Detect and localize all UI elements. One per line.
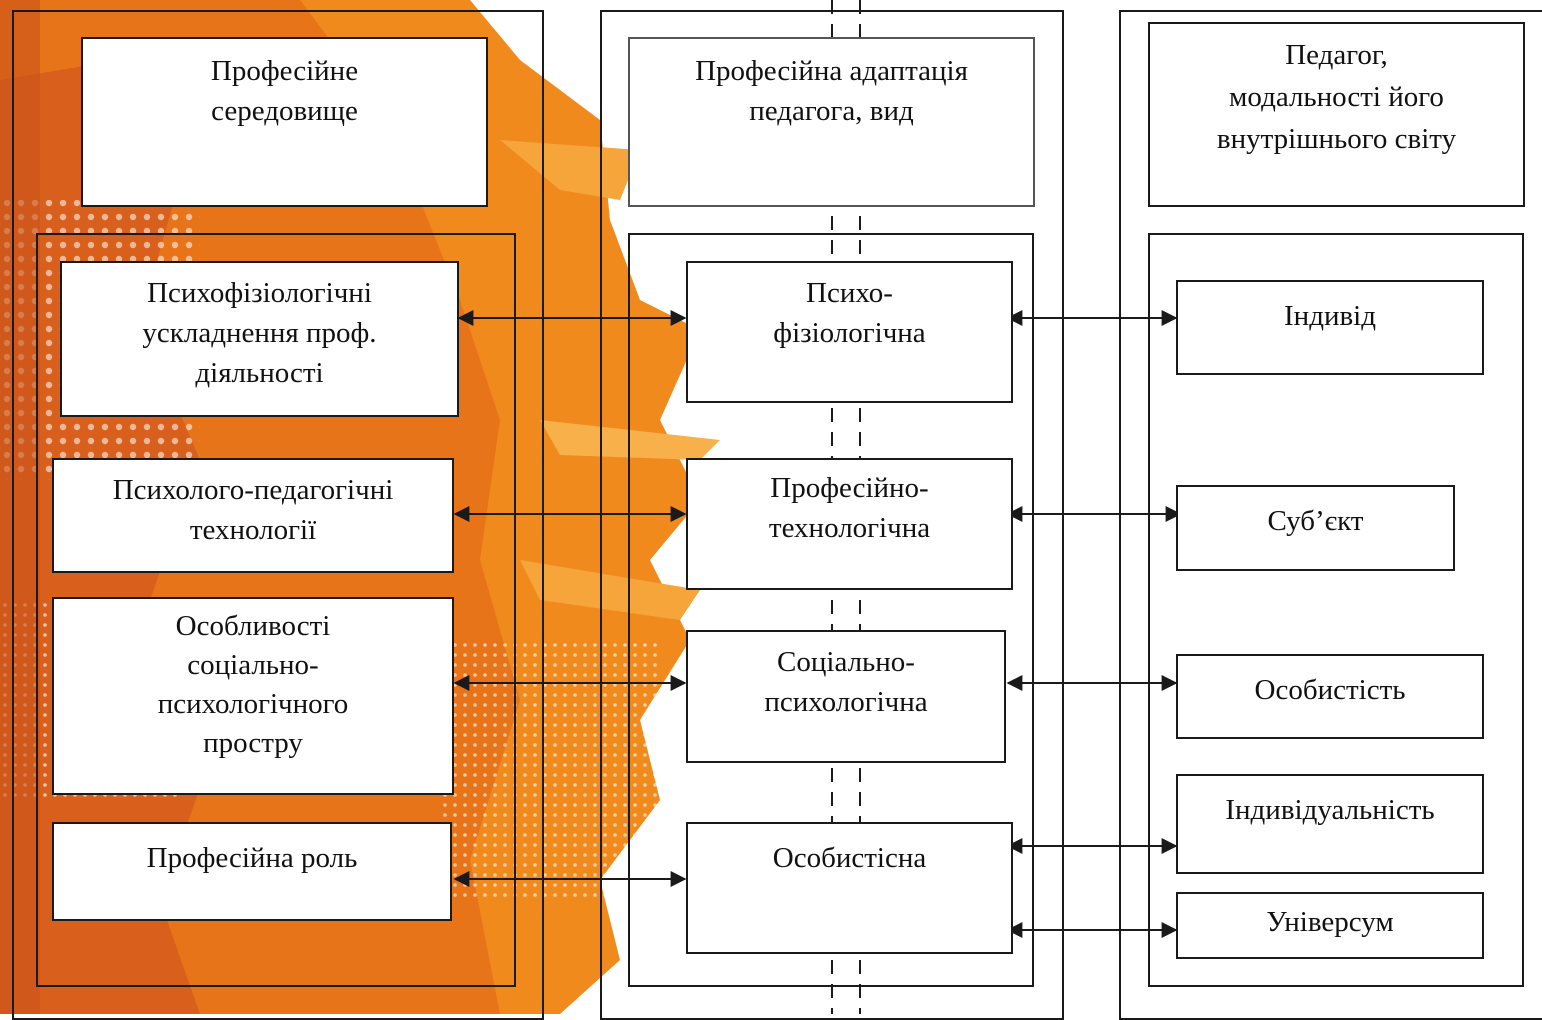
right-item-personality: Особистість [1176,654,1484,739]
left-item-psych-pedagogical-technologies: Психолого-педагогічні технології [52,458,454,573]
right-inner-frame [1148,233,1524,987]
middle-item-socio-psychological: Соціально- психологічна [686,630,1006,763]
left-item-professional-role: Професійна роль [52,822,452,921]
middle-item-professional-technological: Професійно- технологічна [686,458,1013,590]
left-item-psychophysiological-complications: Психофізіологічні ускладнення проф. діял… [60,261,459,417]
left-inner-frame [36,233,516,987]
header-professional-adaptation: Професійна адаптація педагога, вид [628,37,1035,207]
right-item-universum: Універсум [1176,892,1484,959]
right-item-subject: Суб’єкт [1176,485,1455,571]
arrows-left-middle [453,310,687,887]
arrows-middle-right [1006,310,1182,938]
middle-item-personal: Особистісна [686,822,1013,954]
right-item-individuality: Індивідуальність [1176,774,1484,874]
middle-item-psychophysiological: Психо- фізіологічна [686,261,1013,403]
header-teacher-inner-world: Педагог, модальності його внутрішнього с… [1148,22,1525,207]
left-item-socio-psychological-space: Особливості соціально- психологічного пр… [52,597,454,795]
right-item-individual: Індивід [1176,280,1484,375]
header-professional-environment: Професійне середовище [81,37,488,207]
